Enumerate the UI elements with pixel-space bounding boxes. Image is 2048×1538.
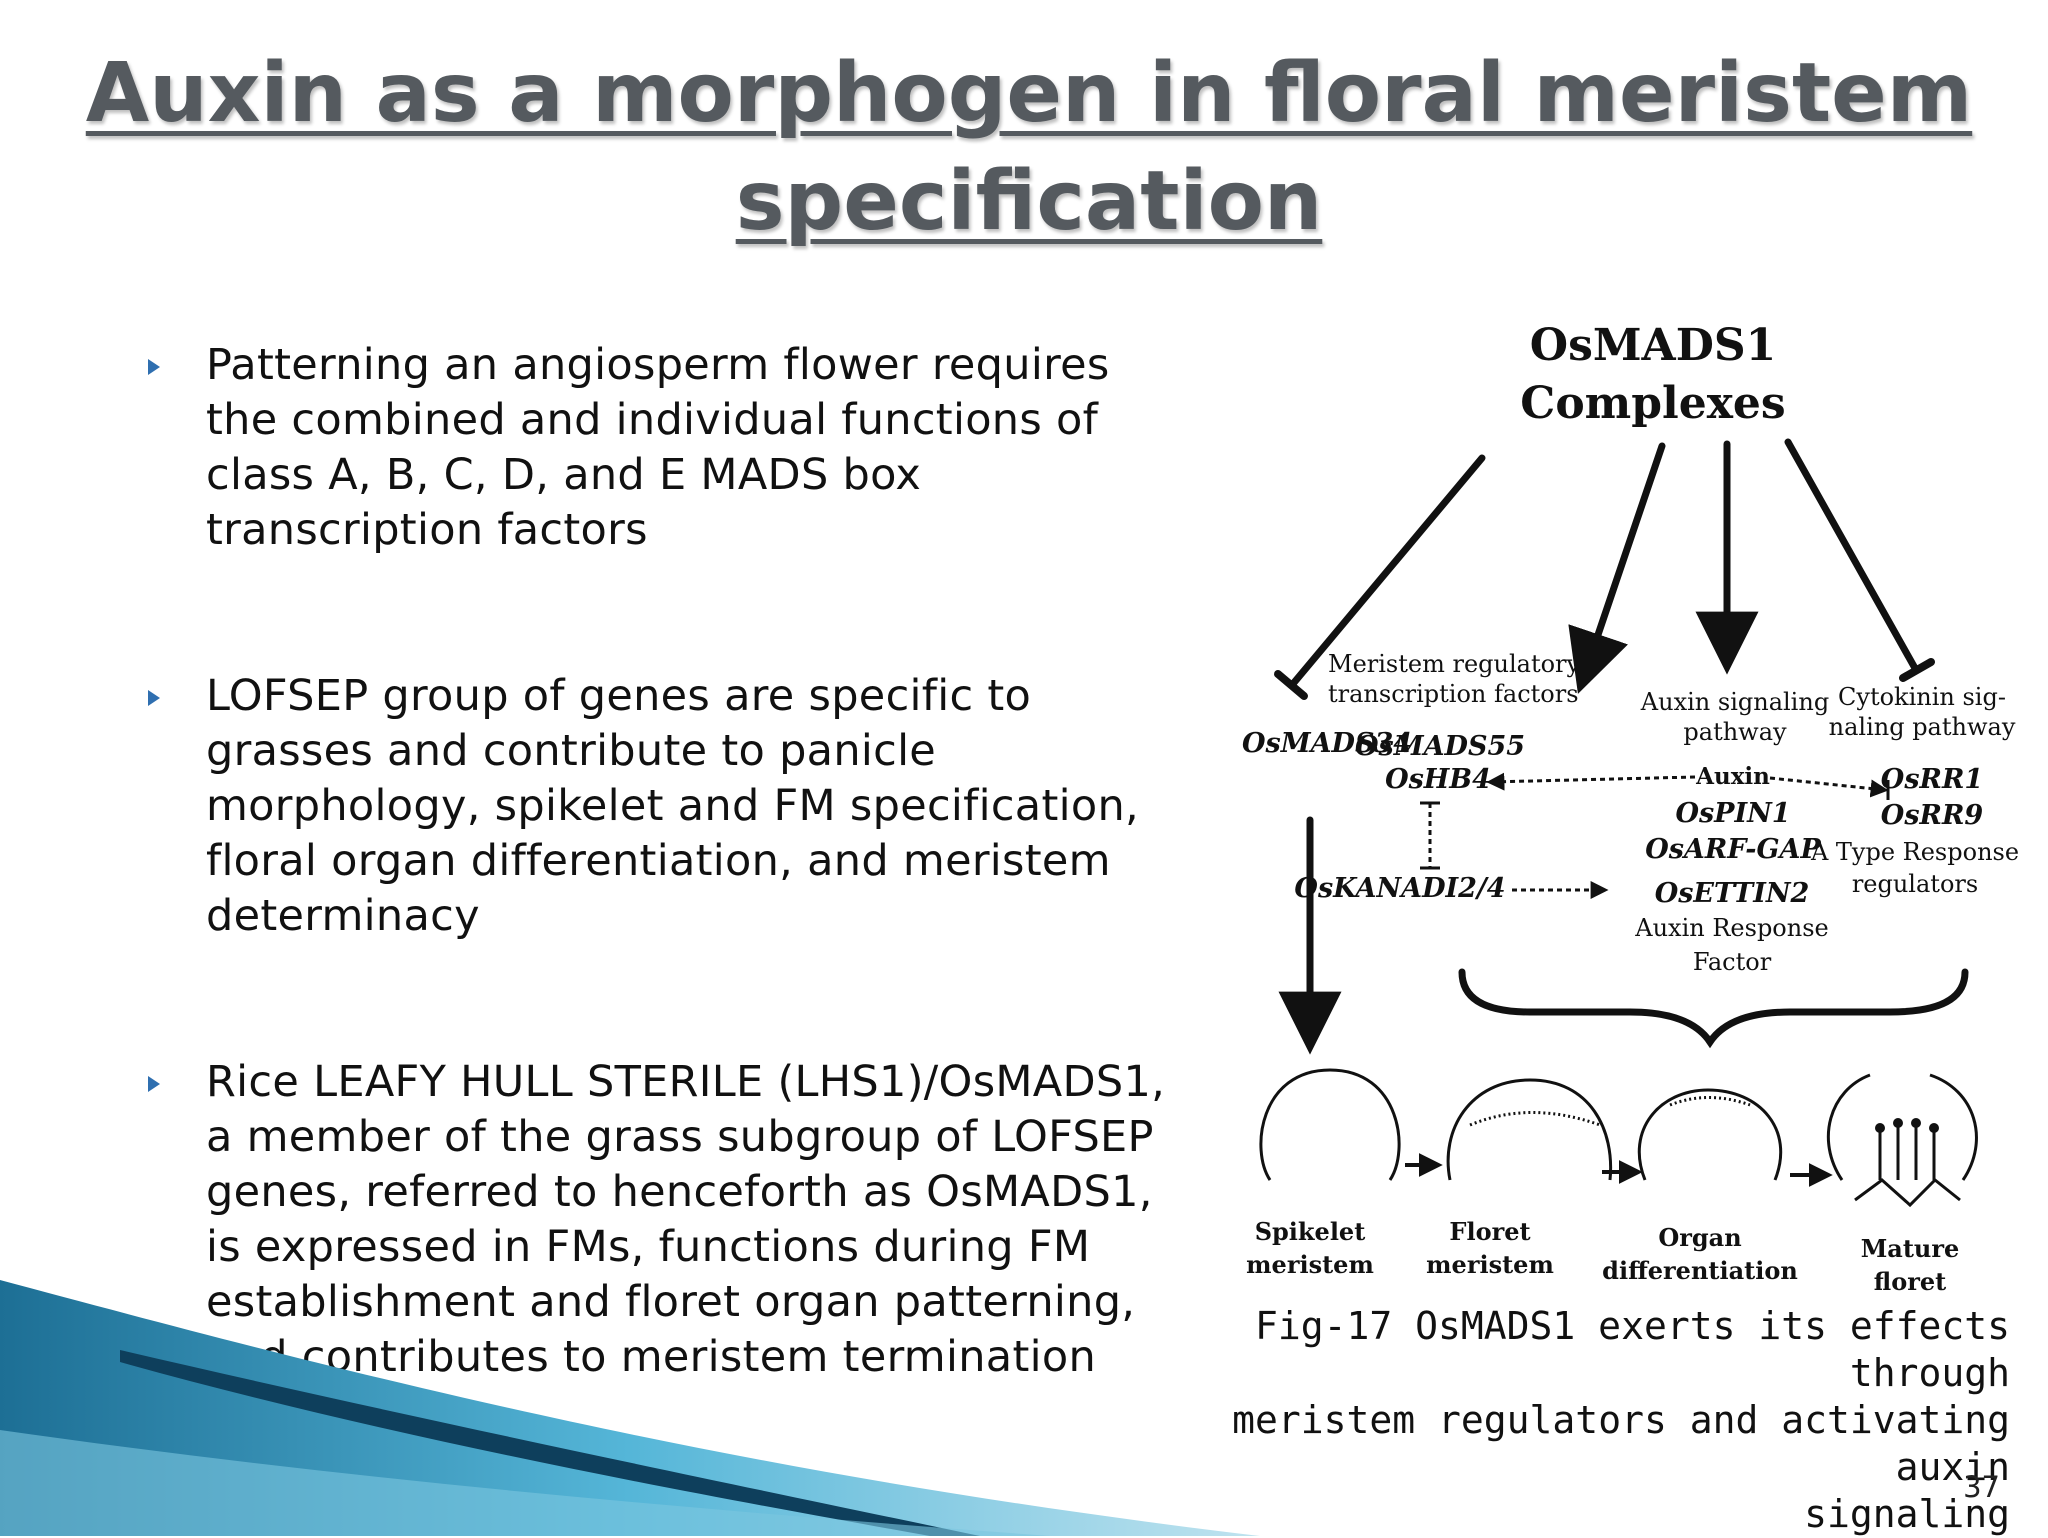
dotted-arrow-auxin-to-oshb4 xyxy=(1486,772,1696,791)
arf-label-2: Factor xyxy=(1693,948,1772,976)
stage-spikelet-1: Spikelet xyxy=(1255,1217,1366,1246)
bullet-text: LOFSEP group of genes are specific to gr… xyxy=(206,671,1139,941)
meristem-regulators-label-1: Meristem regulatory xyxy=(1328,650,1581,678)
atype-regulators-label-1: A Type Response xyxy=(1810,838,2019,866)
gene-osrr1: OsRR1 xyxy=(1881,764,1983,795)
organ-differentiation-drawing xyxy=(1637,1088,1783,1181)
atype-regulators-label-2: regulators xyxy=(1852,870,1978,898)
page-number: 37 xyxy=(1963,1470,2000,1504)
mature-floret-drawing xyxy=(1826,1073,1978,1181)
gene-osettin2: OsETTIN2 xyxy=(1655,878,1810,909)
gene-auxin: Auxin xyxy=(1695,763,1770,790)
caption-line-1: Fig-17 OsMADS1 exerts its effects throug… xyxy=(1255,1304,2010,1395)
bullet-text: Patterning an angiosperm flower requires… xyxy=(206,340,1110,555)
stage-mature-1: Mature xyxy=(1861,1234,1960,1263)
cytokinin-pathway-label-2: naling pathway xyxy=(1829,713,2016,741)
caption-line-3: signaling xyxy=(1804,1492,2010,1536)
gene-ospin1: OsPIN1 xyxy=(1675,798,1790,829)
bullet-item: LOFSEP group of genes are specific to gr… xyxy=(140,669,1180,944)
auxin-pathway-label-2: pathway xyxy=(1683,718,1787,746)
caption-line-2: meristem regulators and activating auxin xyxy=(1232,1398,2010,1489)
figure-heading-line1: OsMADS1 xyxy=(1530,320,1777,371)
triangle-bullet-icon xyxy=(148,359,160,375)
curly-brace xyxy=(1458,968,1969,1049)
dotted-inhibit-auxin-to-osrr1 xyxy=(1769,776,1889,798)
arf-label-1: Auxin Response xyxy=(1634,914,1828,942)
inhibit-line-cytokinin xyxy=(1784,438,1920,674)
arrow-to-osmads55 xyxy=(1568,442,1666,694)
triangle-bullet-icon xyxy=(148,1076,160,1092)
osmads1-pathway-figure: OsMADS1 Complexes Meristem regulatory tr… xyxy=(1230,300,2020,1310)
inhibit-bar-cytokinin xyxy=(1899,658,1935,682)
bullet-list: Patterning an angiosperm flower requires… xyxy=(140,338,1180,1385)
gene-osrr9: OsRR9 xyxy=(1881,800,1984,831)
triangle-bullet-icon xyxy=(148,690,160,706)
cytokinin-pathway-label-1: Cytokinin sig- xyxy=(1838,683,2006,711)
stage-spikelet-2: meristem xyxy=(1246,1250,1374,1279)
gene-osmads34: OsMADS34 xyxy=(1242,728,1412,759)
gene-oshb4: OsHB4 xyxy=(1385,764,1491,795)
stage-organ-1: Organ xyxy=(1658,1223,1741,1252)
gene-osarfgap: OsARF-GAP xyxy=(1645,834,1821,865)
stage-floret-2: meristem xyxy=(1426,1250,1554,1279)
figure-caption: Fig-17 OsMADS1 exerts its effects throug… xyxy=(1150,1303,2010,1538)
inhibit-line-osmads34 xyxy=(1288,454,1486,689)
spikelet-meristem-drawing xyxy=(1259,1068,1401,1181)
decorative-swoosh xyxy=(0,1280,1260,1536)
meristem-regulators-label-2: transcription factors xyxy=(1328,680,1579,708)
inhibit-bar-osmads34 xyxy=(1274,670,1308,700)
floret-meristem-drawing xyxy=(1446,1078,1613,1181)
auxin-pathway-label-1: Auxin signaling xyxy=(1640,688,1829,716)
stage-organ-2: differentiation xyxy=(1602,1256,1798,1285)
figure-heading-line2: Complexes xyxy=(1520,378,1785,429)
stage-floret-1: Floret xyxy=(1449,1217,1530,1246)
pathway-diagram: OsMADS1 Complexes Meristem regulatory tr… xyxy=(1242,320,2019,1296)
gene-oskanadi: OsKANADI2/4 xyxy=(1294,873,1505,904)
stage-mature-2: floret xyxy=(1874,1267,1946,1296)
gene-osmads55: OsMADS55 xyxy=(1355,731,1525,762)
bullet-item: Patterning an angiosperm flower requires… xyxy=(140,338,1180,558)
slide-title: Auxin as a morphogen in floral meristem … xyxy=(85,46,1973,249)
